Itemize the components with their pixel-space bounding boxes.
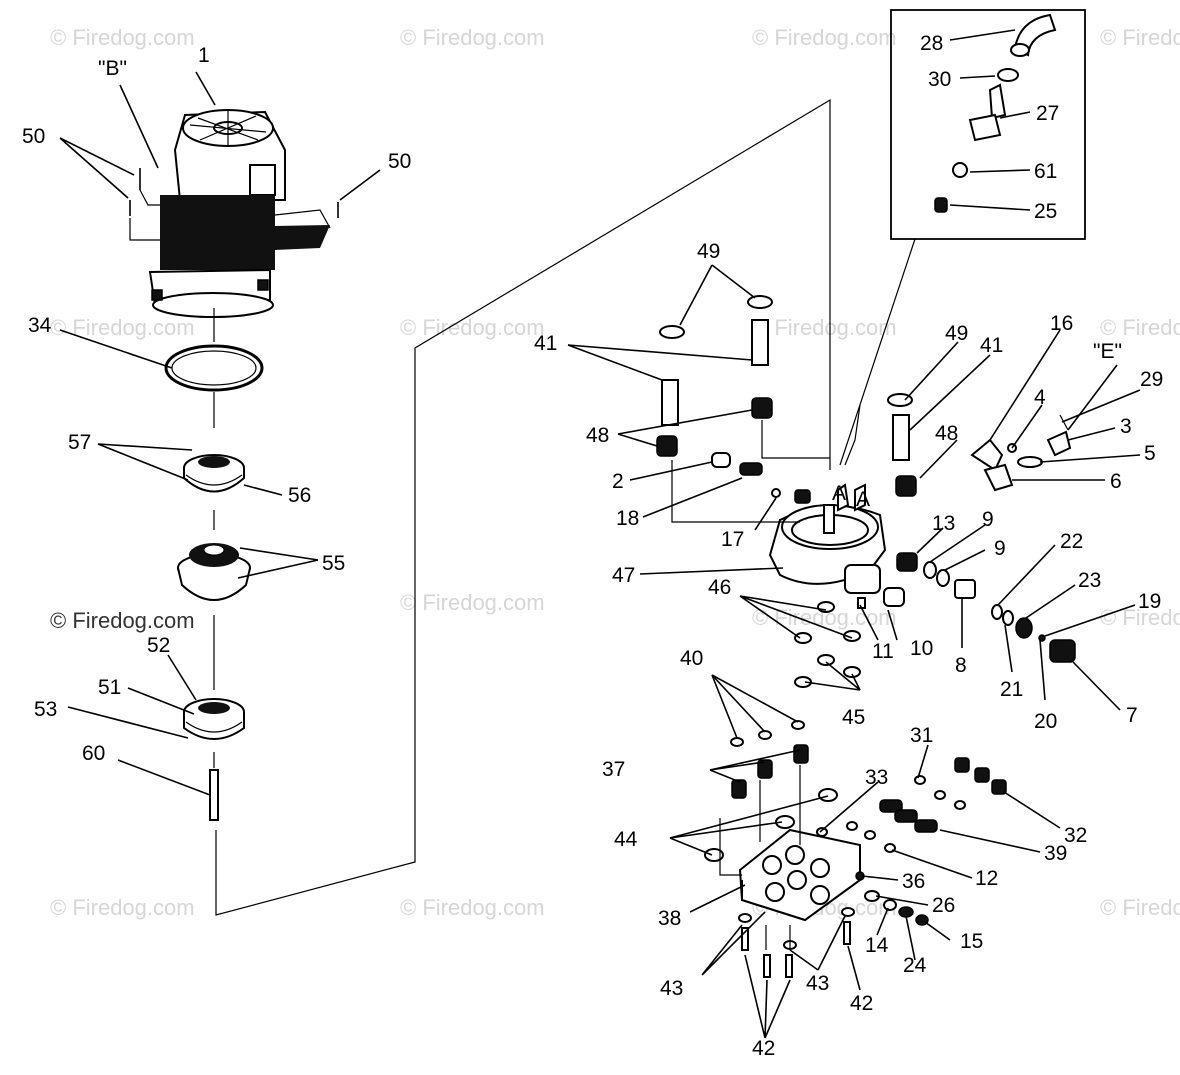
callout-label: 21 (1000, 678, 1023, 701)
leader-lines (59, 29, 1141, 1039)
callout-label: 49 (697, 240, 720, 263)
callout-label: 14 (865, 934, 889, 957)
watermark: © Firedog.com (1100, 25, 1180, 50)
callout-label: 10 (910, 637, 933, 660)
callout-label: 51 (98, 676, 121, 699)
callout-label: 47 (612, 564, 635, 587)
axis-lines (213, 98, 831, 916)
watermarks: © Firedog.com © Firedog.com © Firedog.co… (50, 25, 1180, 920)
callout-label: 4 (1034, 386, 1046, 409)
callout-label: 49 (945, 322, 968, 345)
pump-head-47: A A (768, 482, 887, 585)
callout-label: 42 (752, 1037, 775, 1060)
watermark: © Firedog.com (50, 895, 195, 920)
callout-label: 56 (288, 484, 311, 507)
callout-label: 19 (1138, 590, 1161, 613)
callout-label: 46 (708, 576, 731, 599)
callout-label: 44 (614, 828, 638, 851)
watermark: © Firedog.com (400, 315, 545, 340)
callout-label: 40 (680, 647, 703, 670)
callout-label: 42 (850, 992, 873, 1015)
callout-label: 5 (1144, 442, 1156, 465)
callout-label: 13 (932, 512, 955, 535)
manifold-small-parts (704, 744, 1007, 978)
callout-label: "B" (98, 57, 127, 80)
callout-label: 15 (960, 930, 983, 953)
callout-label: 29 (1140, 368, 1163, 391)
callout-label: 52 (147, 634, 170, 657)
callout-label: "E" (1093, 340, 1122, 363)
callout-label: 33 (865, 766, 888, 789)
watermark: © Firedog.com (752, 25, 897, 50)
callout-label: 25 (1034, 200, 1057, 223)
callout-label: 61 (1034, 160, 1057, 183)
wobble-plate-55 (177, 543, 251, 601)
callout-label: 28 (920, 32, 943, 55)
callout-label: 31 (910, 724, 933, 747)
callout-labels: 1 "B" 50 50 34 57 56 55 52 51 53 60 28 3… (22, 32, 1163, 1060)
screws-50 (129, 168, 339, 241)
pin-60 (209, 769, 219, 821)
callout-label: 27 (1036, 102, 1059, 125)
watermark: © Firedog.com (400, 25, 545, 50)
oring-34 (164, 344, 264, 392)
watermark: © Firedog.com (50, 315, 195, 340)
inset-box (839, 9, 1086, 466)
watermark-highlighted: © Firedog.com (50, 608, 195, 633)
callout-label: 53 (34, 698, 57, 721)
callout-label: 7 (1126, 704, 1138, 727)
callout-label: 6 (1110, 470, 1122, 493)
callout-label: 43 (806, 972, 829, 995)
callout-label: 22 (1060, 530, 1083, 553)
callout-label: 23 (1078, 569, 1101, 592)
callout-label: 39 (1044, 842, 1067, 865)
callout-label: 45 (842, 706, 865, 729)
marker-a: A (832, 482, 846, 505)
callout-label: 50 (22, 125, 45, 148)
motor-assembly (148, 109, 331, 318)
callout-label: 3 (1120, 415, 1132, 438)
callout-label: 20 (1034, 710, 1057, 733)
watermark: © Firedog.com (400, 895, 545, 920)
callout-label: 41 (980, 334, 1003, 357)
callout-label: 50 (388, 150, 411, 173)
manifold-38 (738, 828, 861, 922)
watermark: © Firedog.com (400, 590, 545, 615)
callout-label: 48 (935, 422, 958, 445)
watermark: © Firedog.com (50, 25, 195, 50)
bearing-56 (183, 454, 245, 493)
callout-label: 43 (660, 977, 683, 1000)
callout-label: 26 (932, 894, 955, 917)
callout-label: 32 (1064, 824, 1087, 847)
watermark: © Firedog.com (1100, 315, 1180, 340)
watermark: © Firedog.com (752, 315, 897, 340)
callout-label: 9 (982, 508, 994, 531)
watermark: © Firedog.com (1100, 605, 1180, 630)
callout-label: 57 (68, 431, 91, 454)
callout-label: 16 (1050, 312, 1073, 335)
callout-label: 2 (612, 470, 624, 493)
callout-label: 17 (721, 528, 744, 551)
callout-label: 1 (198, 44, 210, 67)
callout-label: 18 (616, 507, 639, 530)
callout-label: 36 (902, 870, 925, 893)
callout-label: 41 (534, 332, 557, 355)
marker-a: A (856, 488, 870, 511)
callout-label: 24 (903, 954, 927, 977)
callout-label: 9 (994, 537, 1006, 560)
callout-label: 12 (975, 867, 998, 890)
callout-label: 34 (28, 314, 52, 337)
bearing-52 (183, 698, 245, 740)
callout-label: 37 (602, 758, 625, 781)
callout-label: 48 (586, 424, 609, 447)
callout-label: 30 (928, 68, 951, 91)
callout-label: 8 (955, 654, 967, 677)
callout-label: 38 (658, 907, 681, 930)
callout-label: 11 (872, 640, 894, 663)
watermark: © Firedog.com (1100, 895, 1180, 920)
callout-label: 60 (82, 742, 105, 765)
callout-label: 55 (322, 552, 345, 575)
